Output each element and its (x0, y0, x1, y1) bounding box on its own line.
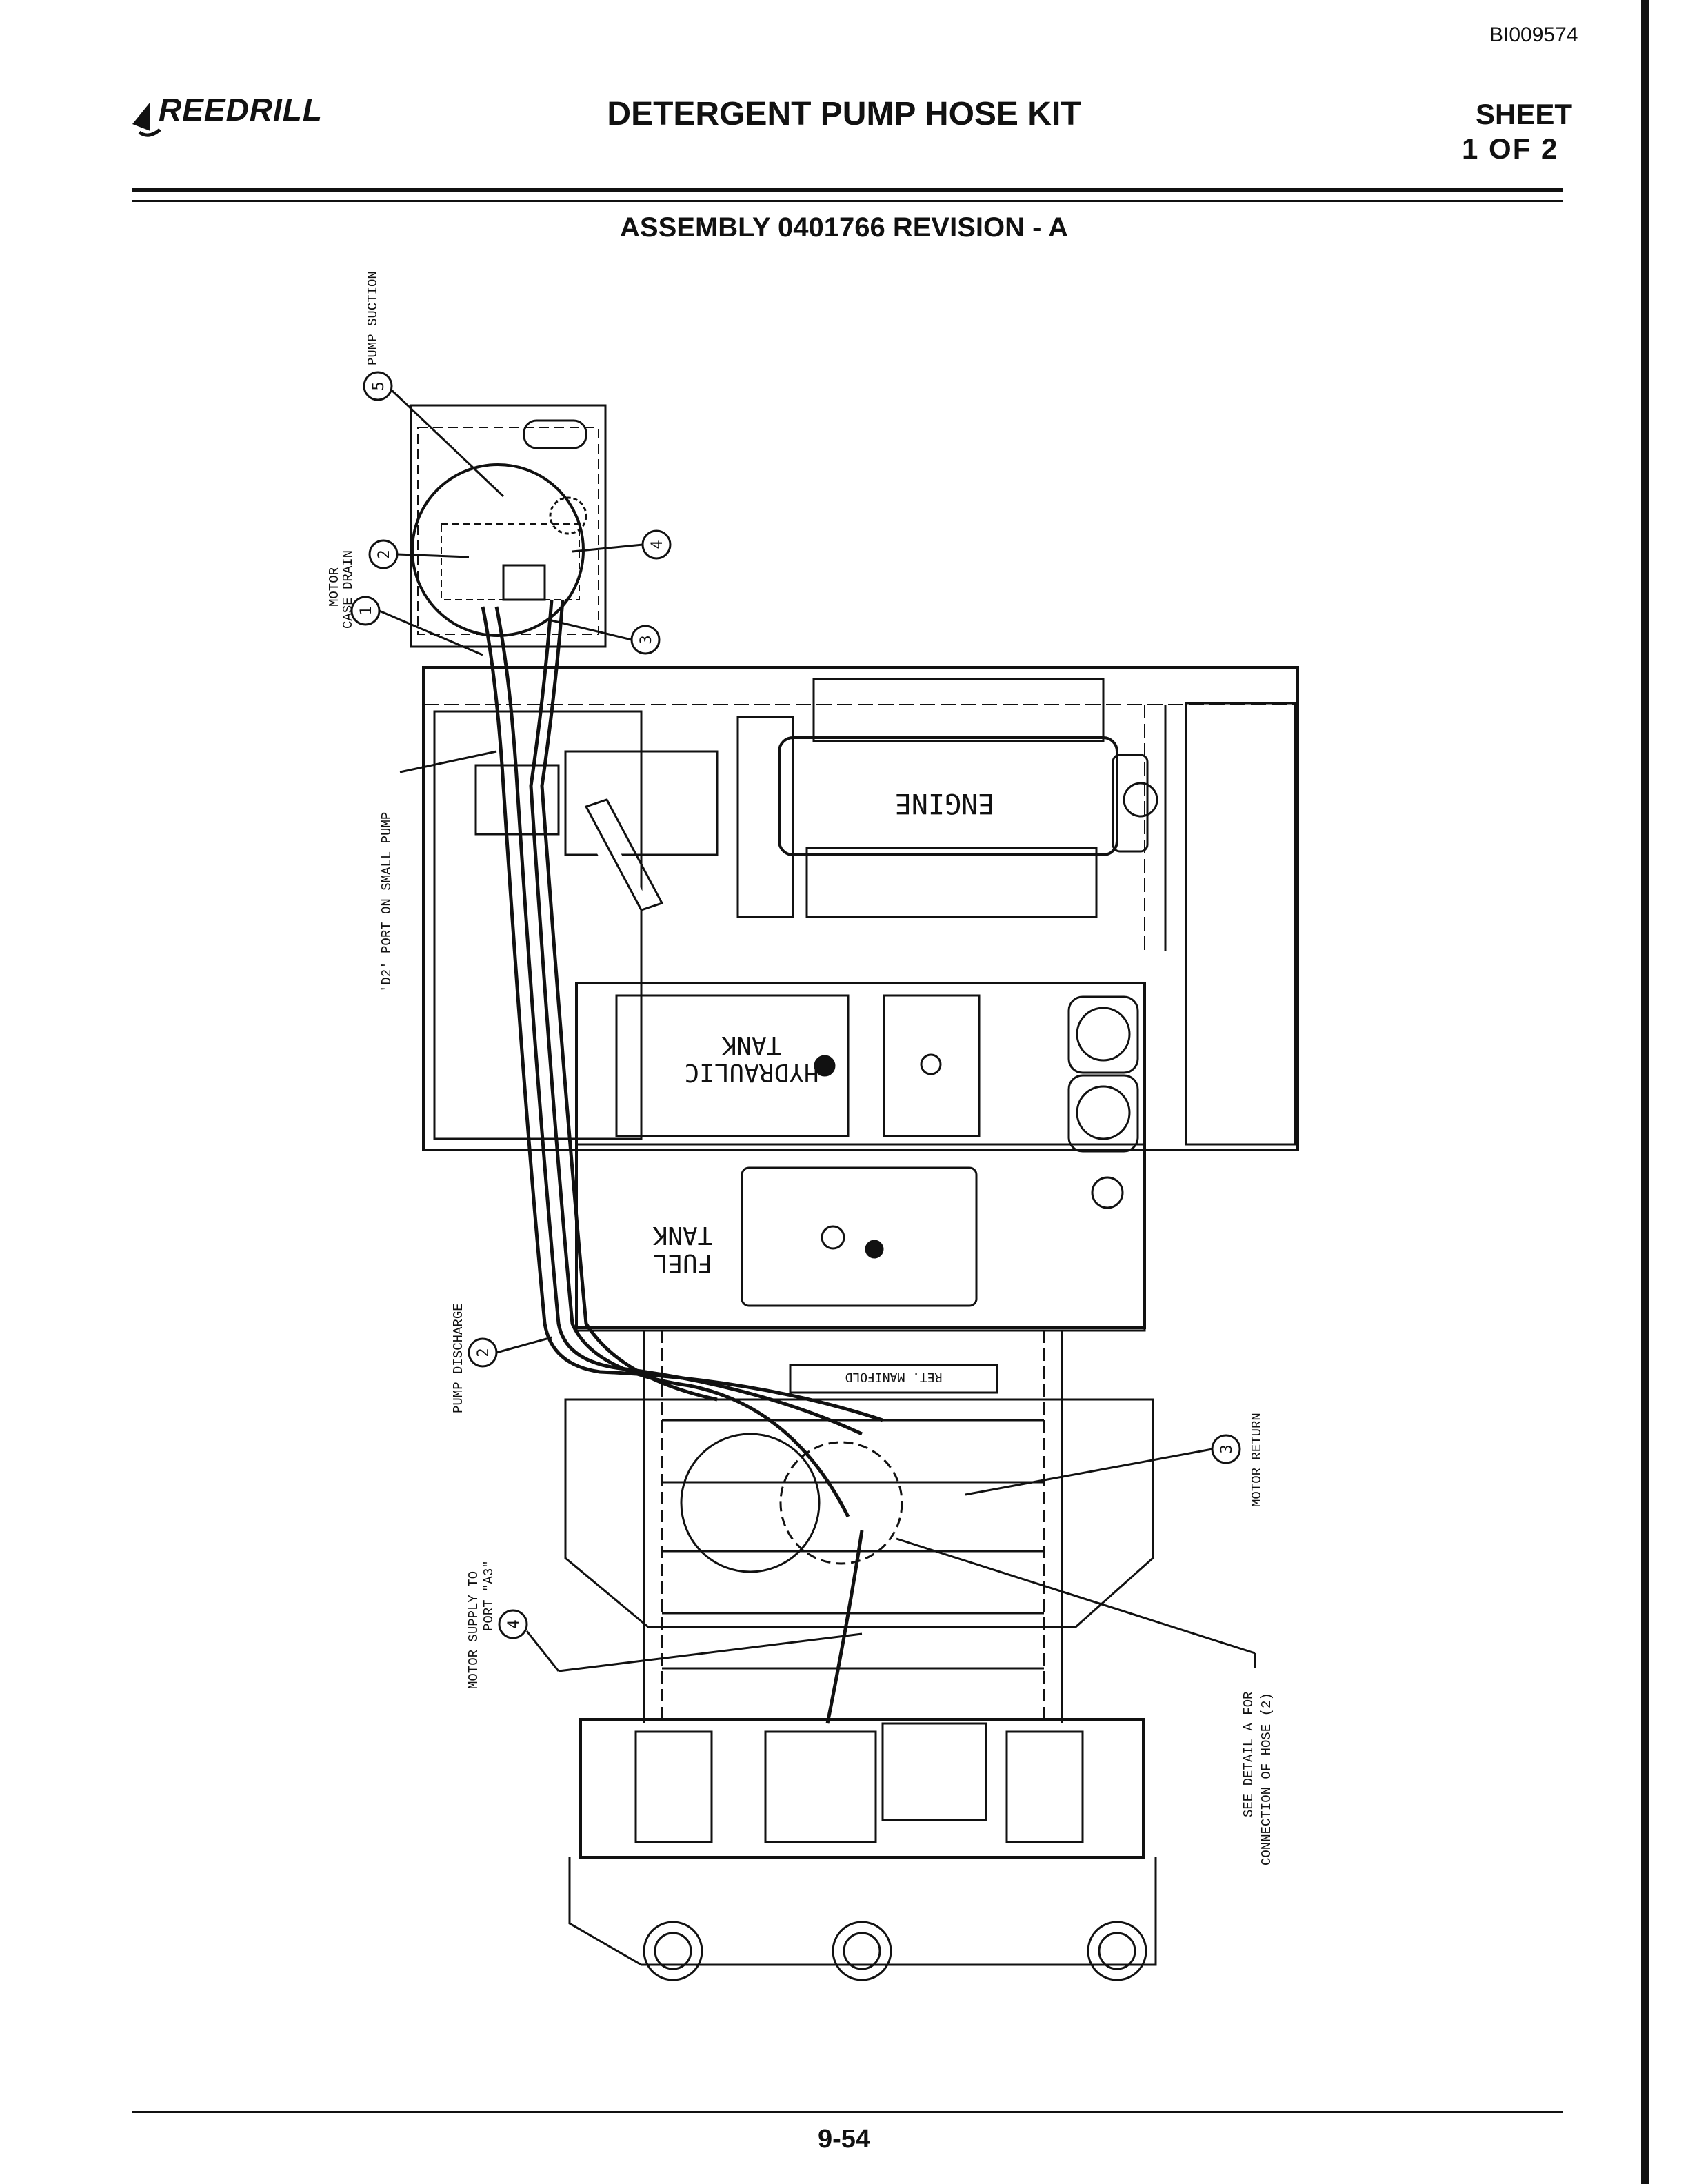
lower-chassis (564, 1331, 1154, 1723)
callout-3-top-num: 3 (638, 635, 655, 644)
pump-discharge-label: PUMP DISCHARGE (451, 1303, 466, 1413)
callout-4-bottom-num: 4 (505, 1619, 523, 1628)
callout-2-bottom-num: 2 (475, 1348, 492, 1357)
ret-manifold-label: RET. MANIFOLD (845, 1370, 943, 1384)
tow-eye-center (832, 1921, 892, 1981)
motor-supply-label-2: PORT "A3" (481, 1560, 496, 1631)
motor-case-drain-label-2: CASE DRAIN (341, 549, 356, 629)
d2-port-label: 'D2' PORT ON SMALL PUMP (379, 811, 394, 993)
callout-4-bottom (498, 1609, 528, 1639)
return-manifold (789, 1364, 998, 1394)
motor-return-label: MOTOR RETURN (1249, 1413, 1265, 1507)
upper-frame (422, 666, 1299, 1151)
assembly-subtitle: ASSEMBLY 0401766 REVISION - A (620, 212, 1068, 243)
tow-eye-right (1087, 1921, 1147, 1981)
header-rule (132, 188, 1563, 192)
callouts (350, 371, 1256, 1672)
fuel-tank-label-1: FUEL (653, 1248, 713, 1277)
sheet-number: 1 OF 2 (1462, 132, 1559, 165)
engine-label: ENGINE (895, 787, 995, 819)
hydraulic-tank-label-1: HYDRAULIC (684, 1058, 818, 1086)
detergent-pump-box (410, 404, 607, 648)
logo-icon (132, 102, 161, 137)
header-rule-thin (132, 200, 1563, 202)
footer-rule (132, 2111, 1563, 2113)
tow-eye-left (643, 1921, 703, 1981)
motor-case-drain-label-1: MOTOR (327, 567, 342, 607)
page-edge-bar (1641, 0, 1649, 2184)
fuel-tank (575, 1143, 1146, 1332)
callout-2-top-num: 2 (376, 549, 393, 558)
callout-1-top-num: 1 (358, 606, 375, 615)
pump-suction-label: PUMP SUCTION (365, 271, 381, 365)
hydraulic-tank-label-2: TANK (721, 1031, 781, 1059)
sheet-label: SHEET (1476, 98, 1573, 130)
motor-supply-label-1: MOTOR SUPPLY TO (466, 1570, 481, 1689)
callout-5-top-num: 5 (370, 381, 388, 390)
callout-4-top-num: 4 (649, 540, 666, 549)
control-valve-bank (568, 1718, 1157, 1966)
document-id: BI009574 (1489, 23, 1578, 46)
company-logo: REEDRILL (159, 92, 323, 128)
page-number: 9-54 (817, 2125, 871, 2154)
detail-a-label-1: SEE DETAIL A FOR (1241, 1691, 1256, 1817)
fuel-tank-label-2: TANK (652, 1221, 712, 1249)
engine (736, 678, 1158, 918)
hose-routing (481, 599, 883, 1724)
detail-a-label-2: CONNECTION OF HOSE (2) (1259, 1692, 1274, 1866)
page-title: DETERGENT PUMP HOSE KIT (607, 96, 1081, 132)
main-pump (474, 750, 719, 916)
callout-5-top (363, 371, 393, 401)
callout-3-bottom-num: 3 (1218, 1444, 1236, 1453)
